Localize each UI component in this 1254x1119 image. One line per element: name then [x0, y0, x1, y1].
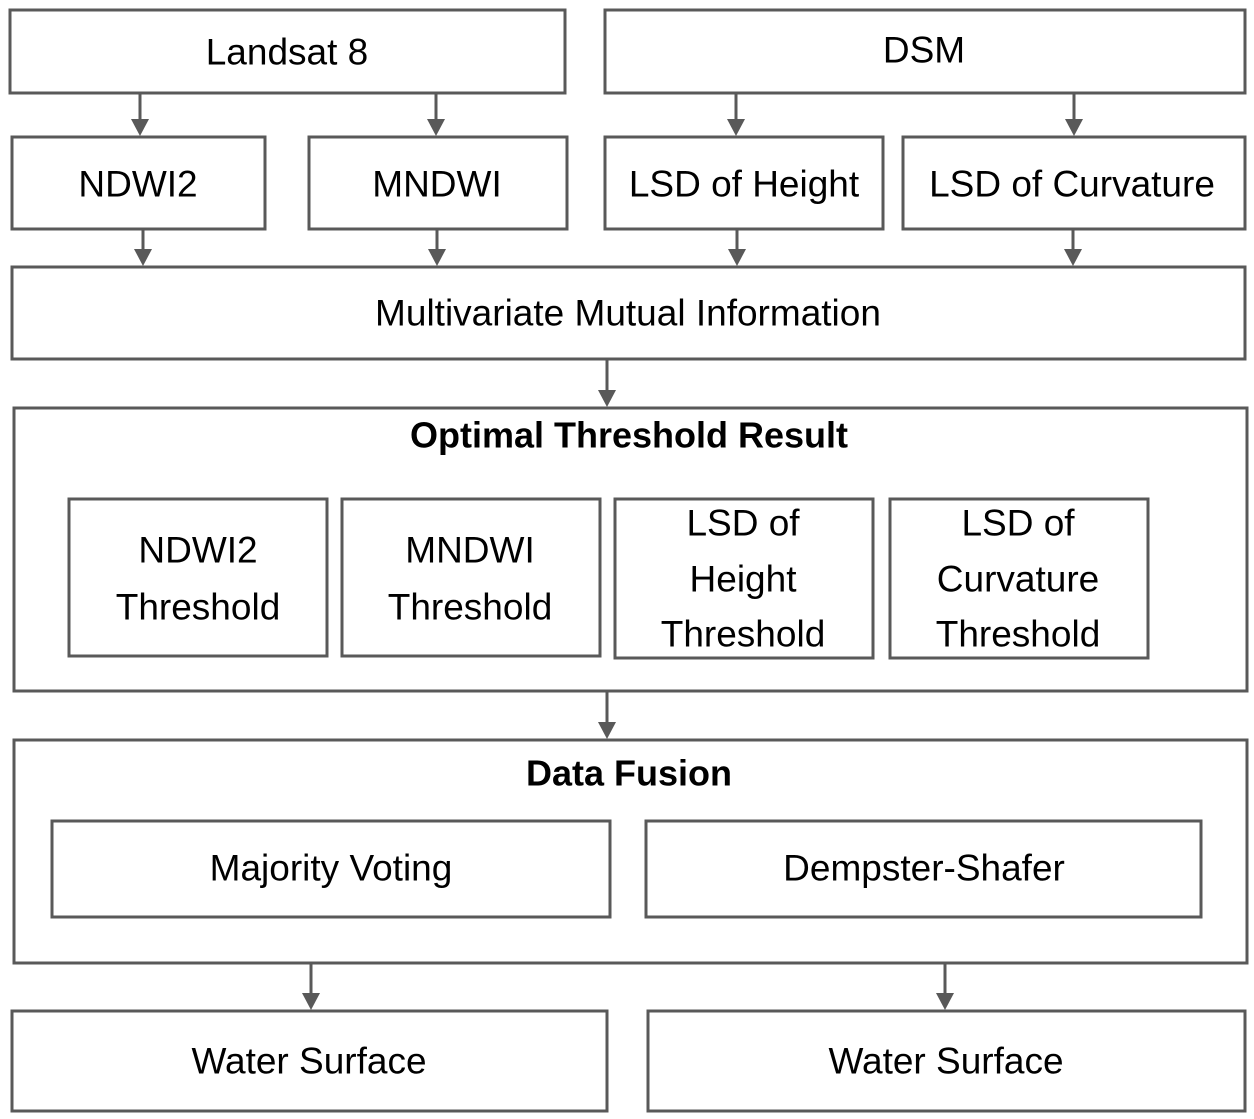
arrow-dsm-lsd-height-head	[727, 119, 745, 136]
arrow-lsd-height-mmi-head	[728, 249, 746, 266]
data-fusion-container: Data Fusion Majority Voting Dempster-Sha…	[12, 738, 1249, 965]
lsd-curvature-threshold-line-1: LSD of	[961, 503, 1075, 544]
arrow-fusion-water-left-head	[302, 993, 320, 1010]
ndwi2-threshold-line-2: Threshold	[116, 587, 281, 628]
lsd-curvature-threshold-line-2: Curvature	[937, 559, 1099, 600]
dempster-shafer-node: Dempster-Shafer	[644, 819, 1203, 919]
water-surface-left-node: Water Surface	[10, 1009, 609, 1113]
lsd-curvature-label: LSD of Curvature	[929, 164, 1215, 205]
mndwi-threshold-node: MNDWI Threshold	[340, 497, 602, 658]
optimal-threshold-title: Optimal Threshold Result	[410, 415, 848, 456]
arrow-optimal-fusion-head	[598, 722, 616, 739]
ndwi2-threshold-line-1: NDWI2	[138, 530, 257, 571]
arrow-mmi-optimal-head	[598, 390, 616, 407]
lsd-height-threshold-line-3: Threshold	[661, 614, 826, 655]
dsm-label: DSM	[883, 30, 965, 71]
arrows	[131, 93, 1083, 1010]
landsat-label: Landsat 8	[206, 32, 369, 73]
optimal-threshold-container: Optimal Threshold Result NDWI2 Threshold…	[12, 406, 1249, 693]
lsd-height-threshold-line-1: LSD of	[686, 503, 800, 544]
lsd-curvature-node: LSD of Curvature	[901, 135, 1247, 231]
water-surface-right-node: Water Surface	[646, 1009, 1247, 1113]
dsm-node: DSM	[603, 8, 1247, 95]
lsd-curvature-threshold-node: LSD of Curvature Threshold	[888, 497, 1150, 660]
lsd-height-threshold-node: LSD of Height Threshold	[613, 497, 875, 660]
lsd-height-threshold-line-2: Height	[690, 559, 798, 600]
arrow-dsm-lsd-curvature-head	[1065, 119, 1083, 136]
mndwi-node: MNDWI	[307, 135, 569, 231]
mmi-label: Multivariate Mutual Information	[375, 293, 881, 334]
ndwi2-threshold-node: NDWI2 Threshold	[67, 497, 329, 658]
landsat-node: Landsat 8	[8, 8, 567, 95]
water-surface-right-label: Water Surface	[828, 1041, 1063, 1082]
mndwi-threshold-line-1: MNDWI	[405, 530, 534, 571]
majority-voting-label: Majority Voting	[210, 848, 453, 889]
water-surface-left-label: Water Surface	[191, 1041, 426, 1082]
dempster-shafer-label: Dempster-Shafer	[783, 848, 1065, 889]
majority-voting-node: Majority Voting	[50, 819, 612, 919]
data-fusion-title: Data Fusion	[526, 753, 732, 794]
arrow-landsat-mndwi-head	[427, 119, 445, 136]
lsd-height-label: LSD of Height	[629, 164, 860, 205]
mndwi-label: MNDWI	[372, 164, 501, 205]
ndwi2-node: NDWI2	[10, 135, 267, 231]
mmi-node: Multivariate Mutual Information	[10, 265, 1247, 361]
ndwi2-label: NDWI2	[78, 164, 197, 205]
arrow-lsd-curvature-mmi-head	[1064, 249, 1082, 266]
lsd-height-node: LSD of Height	[603, 135, 885, 231]
arrow-landsat-ndwi2-head	[131, 119, 149, 136]
lsd-curvature-threshold-line-3: Threshold	[936, 614, 1101, 655]
arrow-fusion-water-right-head	[936, 993, 954, 1010]
arrow-mndwi-mmi-head	[428, 249, 446, 266]
mndwi-threshold-line-2: Threshold	[388, 587, 553, 628]
arrow-ndwi2-mmi-head	[134, 249, 152, 266]
